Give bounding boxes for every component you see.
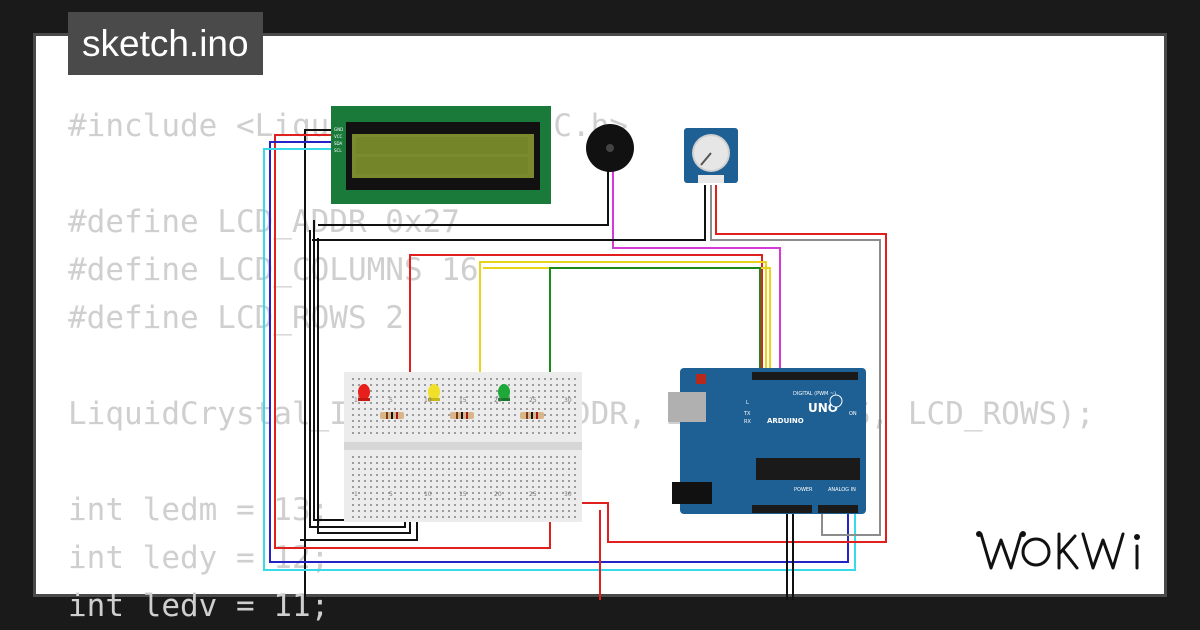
- wire-buzzer-signal: [612, 170, 781, 372]
- breadboard-column-label: 1: [354, 491, 358, 498]
- led-yellow: [428, 384, 440, 401]
- wire-pot-gnd: [312, 185, 706, 241]
- resistor-2: [450, 412, 474, 419]
- wokwi-logo: [976, 531, 1140, 570]
- svg-text:TX: TX: [743, 411, 751, 417]
- breadboard-column-label: 25: [529, 397, 537, 404]
- wire-led-yellow-2: [483, 267, 771, 372]
- arduino-uno: UNO ARDUINO DIGITAL (PWM ~) POWER ANALOG…: [668, 368, 866, 514]
- wire-pot-signal: [710, 185, 881, 536]
- breadboard-column-label: 20: [494, 491, 502, 498]
- buzzer: [586, 124, 634, 172]
- lcd-module: [331, 106, 551, 204]
- breadboard-column-label: 15: [459, 491, 467, 498]
- svg-text:POWER: POWER: [794, 487, 813, 493]
- code-line: #define LCD_ROWS 2: [68, 300, 404, 336]
- lcd-pin-label: SDA: [334, 141, 343, 146]
- wire-led-green: [549, 267, 761, 408]
- code-line: #define LCD_COLUMNS 16: [68, 252, 479, 288]
- wire-bb-black-2: [317, 238, 411, 534]
- svg-text:RX: RX: [744, 419, 751, 425]
- code-line: int ledy = 12;: [68, 540, 330, 576]
- wire-pot-vcc: [570, 185, 887, 543]
- wire-buzzer-gnd: [318, 170, 609, 226]
- breadboard-column-label: 10: [424, 491, 432, 498]
- resistor-1: [380, 412, 404, 419]
- potentiometer: [684, 128, 738, 183]
- breadboard-column-label: 1: [354, 397, 358, 404]
- svg-text:DIGITAL (PWM ~): DIGITAL (PWM ~): [793, 391, 836, 397]
- wire-led-red: [409, 254, 763, 375]
- code-line: #define LCD_ADDR 0x27: [68, 204, 460, 240]
- lcd-pin-label: GND: [334, 127, 343, 132]
- resistor-3: [520, 412, 544, 419]
- breadboard-column-label: 5: [389, 491, 393, 498]
- led-red: [358, 384, 370, 401]
- lcd-pin-label: SCL: [334, 148, 342, 153]
- breadboard-column-label: 25: [529, 491, 537, 498]
- breadboard-column-label: 10: [424, 397, 432, 404]
- svg-text:ON: ON: [849, 411, 857, 417]
- wire-led-yellow: [479, 261, 767, 408]
- breadboard-column-label: 20: [494, 397, 502, 404]
- breadboard-column-label: 30: [564, 491, 572, 498]
- lcd-pin-label: VCC: [334, 134, 343, 139]
- svg-text:L: L: [746, 400, 749, 406]
- svg-text:ARDUINO: ARDUINO: [767, 417, 804, 425]
- svg-text:ANALOG IN: ANALOG IN: [828, 487, 856, 493]
- wire-lcd-gnd: [304, 129, 335, 600]
- wire-lcd-scl: [263, 148, 856, 571]
- code-line: int ledm = 13;: [68, 492, 330, 528]
- code-line: int ledv = 11;: [68, 588, 330, 624]
- svg-text:UNO: UNO: [808, 401, 838, 415]
- breadboard-column-label: 30: [564, 397, 572, 404]
- led-green: [498, 384, 510, 401]
- file-tab[interactable]: sketch.ino: [68, 12, 263, 75]
- breadboard-column-label: 15: [459, 397, 467, 404]
- breadboard-column-label: 5: [389, 397, 393, 404]
